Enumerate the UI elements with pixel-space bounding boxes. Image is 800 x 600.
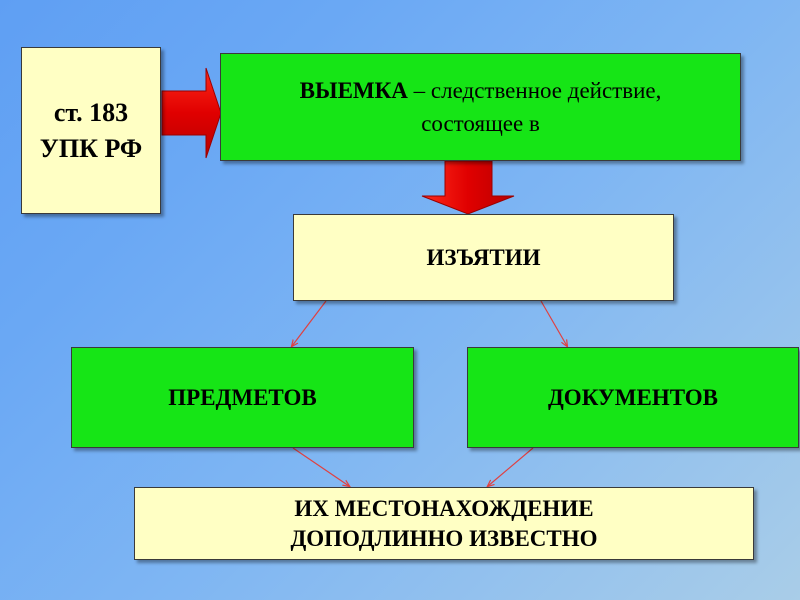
documents-label: ДОКУМЕНТОВ — [547, 384, 719, 410]
location-line-1: ИХ МЕСТОНАХОЖДЕНИЕ — [294, 495, 594, 521]
definition-dash: – — [407, 77, 431, 103]
definition-text-2: состоящее в — [421, 111, 540, 136]
article-number: ст. 183 — [53, 98, 129, 128]
thin-arrow-objects-to-location — [292, 447, 349, 486]
block-arrow-right — [161, 67, 222, 159]
location-box: ИХ МЕСТОНАХОЖДЕНИЕ ДОПОДЛИННО ИЗВЕСТНО — [134, 487, 754, 560]
documents-box: ДОКУМЕНТОВ — [467, 347, 799, 448]
location-line-2: ДОПОДЛИННО ИЗВЕСТНО — [290, 525, 598, 551]
objects-label: ПРЕДМЕТОВ — [168, 384, 317, 410]
seizure-label: ИЗЪЯТИИ — [426, 244, 541, 270]
definition-line-1: ВЫЕМКА – следственное действие, — [300, 74, 662, 107]
thin-arrow-seizure-to-objects — [292, 300, 327, 346]
article-box: ст. 183 УПК РФ — [21, 47, 161, 214]
definition-box: ВЫЕМКА – следственное действие, состояще… — [220, 53, 741, 161]
article-code: УПК РФ — [39, 133, 143, 163]
definition-term: ВЫЕМКА — [299, 77, 408, 103]
block-arrow-down — [421, 160, 515, 215]
objects-box: ПРЕДМЕТОВ — [71, 347, 414, 448]
definition-text-1: следственное действие, — [430, 77, 662, 103]
seizure-box: ИЗЪЯТИИ — [293, 214, 674, 301]
thin-arrow-seizure-to-documents — [540, 300, 567, 346]
thin-arrow-documents-to-location — [488, 447, 534, 486]
